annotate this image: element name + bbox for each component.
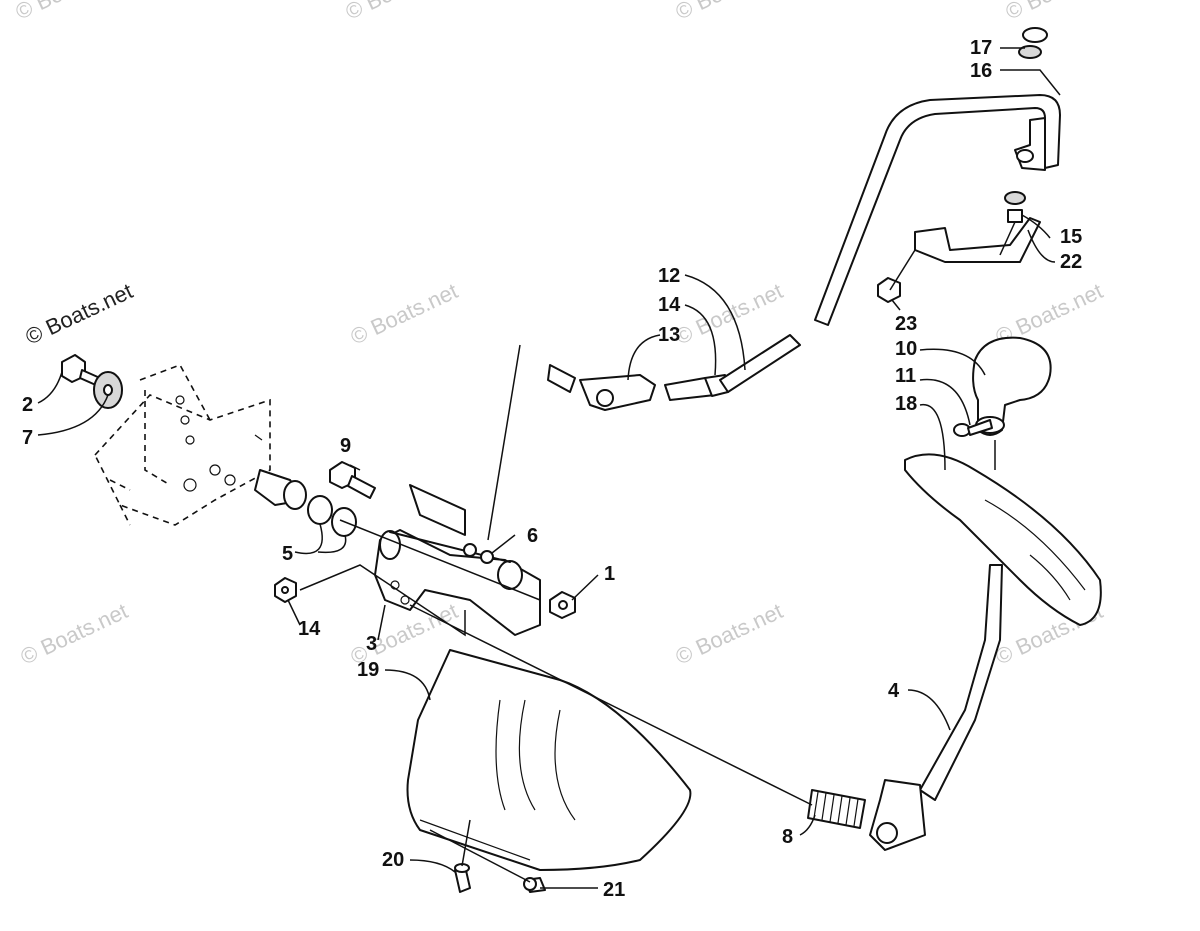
bushings-6 bbox=[463, 543, 494, 564]
o-rings-5 bbox=[307, 495, 357, 537]
callout-16: 16 bbox=[970, 60, 992, 82]
spacer-15 bbox=[1004, 191, 1026, 223]
callout-5: 5 bbox=[282, 543, 293, 565]
pivot-bolt-9 bbox=[329, 461, 376, 499]
callout-8: 8 bbox=[782, 826, 793, 848]
watermark-text: © Boats.net bbox=[1002, 0, 1117, 25]
pin-18 bbox=[953, 419, 993, 437]
callout-21: 21 bbox=[603, 879, 625, 901]
callout-6: 6 bbox=[527, 525, 538, 547]
frame-bracket bbox=[94, 364, 307, 526]
washers-16-17 bbox=[1018, 27, 1048, 59]
watermark-text: © Boats.net bbox=[342, 0, 457, 25]
callout-17: 17 bbox=[970, 37, 992, 59]
callout-20: 20 bbox=[382, 849, 404, 871]
watermark-text: © Boats.net bbox=[672, 598, 787, 669]
spring-8 bbox=[807, 789, 866, 829]
nut-23 bbox=[877, 277, 901, 303]
callout-15: 15 bbox=[1060, 226, 1082, 248]
callout-labels: 1 2 3 4 5 6 7 8 9 10 11 12 13 14 14 15 1… bbox=[22, 37, 1082, 901]
callout-22: 22 bbox=[1060, 251, 1082, 273]
washer-7 bbox=[93, 371, 123, 409]
callout-9: 9 bbox=[340, 435, 351, 457]
callout-3: 3 bbox=[366, 633, 377, 655]
callout-4: 4 bbox=[888, 680, 900, 702]
callout-14-lower: 14 bbox=[298, 618, 321, 640]
callout-10: 10 bbox=[895, 338, 917, 360]
callout-1: 1 bbox=[604, 563, 615, 585]
callout-11: 11 bbox=[895, 365, 916, 387]
nut-14 bbox=[274, 577, 297, 603]
callout-23: 23 bbox=[895, 313, 917, 335]
shift-housing-3 bbox=[374, 484, 541, 636]
callout-18: 18 bbox=[895, 393, 917, 415]
bracket-arm-22 bbox=[914, 217, 1041, 263]
callout-2: 2 bbox=[22, 394, 33, 416]
shift-rod-12 bbox=[719, 94, 1061, 393]
nut-1 bbox=[549, 591, 576, 619]
watermark-prominent: © Boats.net bbox=[22, 278, 137, 349]
bolt-2 bbox=[61, 354, 101, 387]
callout-12: 12 bbox=[658, 265, 680, 287]
shift-knob-10 bbox=[972, 336, 1052, 436]
ball-joint-13 bbox=[547, 364, 656, 411]
watermark-text: © Boats.net bbox=[347, 278, 462, 349]
watermark-text: © Boats.net bbox=[17, 598, 132, 669]
callout-19: 19 bbox=[357, 659, 379, 681]
callout-7: 7 bbox=[22, 427, 33, 449]
rod-end-14 bbox=[664, 374, 729, 401]
leader-lines bbox=[37, 47, 1061, 889]
watermark-text: © Boats.net bbox=[672, 278, 787, 349]
callout-14-upper: 14 bbox=[658, 294, 681, 316]
callout-13: 13 bbox=[658, 324, 680, 346]
shift-lever-4 bbox=[869, 453, 1102, 851]
watermark-text: © Boats.net bbox=[12, 0, 127, 25]
watermark-text: © Boats.net bbox=[672, 0, 787, 25]
cover-shield-19 bbox=[406, 649, 692, 871]
